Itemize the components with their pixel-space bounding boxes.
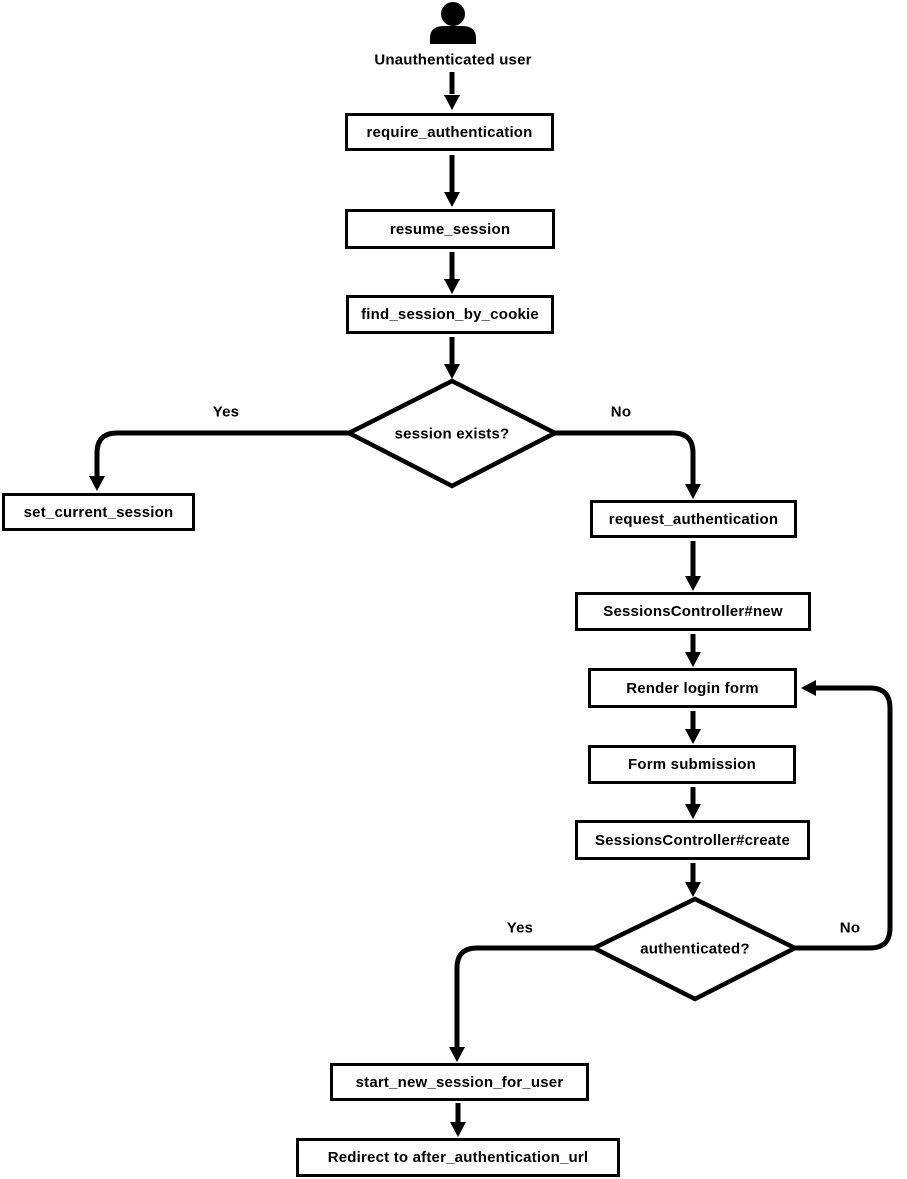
node-redirect-after-authentication-url: Redirect to after_authentication_url	[296, 1138, 620, 1177]
decision-label-authenticated: authenticated?	[640, 940, 750, 958]
decision-session-exists	[349, 381, 555, 486]
node-find-session-by-cookie: find_session_by_cookie	[346, 295, 554, 334]
arrowhead	[444, 192, 460, 207]
arrowhead	[444, 364, 460, 379]
arrowhead	[685, 652, 701, 667]
node-sessions-controller-create: SessionsController#create	[575, 820, 810, 860]
edge-authenticated-yes	[457, 948, 595, 1047]
arrowhead	[685, 576, 701, 591]
node-form-submission: Form submission	[588, 745, 796, 784]
arrowhead	[450, 1122, 466, 1137]
arrowhead	[449, 1047, 465, 1062]
decision-authenticated	[594, 899, 795, 999]
actor-label: Unauthenticated user	[374, 51, 532, 69]
arrowhead	[685, 882, 701, 897]
node-sessions-controller-new: SessionsController#new	[575, 592, 811, 631]
person-icon	[430, 2, 476, 44]
edge-session-exists-no	[554, 433, 693, 484]
node-resume-session: resume_session	[345, 209, 555, 249]
arrowhead	[685, 484, 701, 499]
node-render-login-form: Render login form	[588, 668, 797, 708]
arrowhead	[685, 729, 701, 744]
arrowhead	[444, 95, 460, 110]
node-require-authentication: require_authentication	[345, 113, 554, 151]
arrowhead	[444, 279, 460, 294]
arrowhead	[685, 804, 701, 819]
node-set-current-session: set_current_session	[2, 493, 195, 531]
edge-label-session-exists-yes: Yes	[212, 403, 240, 421]
edge-label-session-exists-no: No	[610, 403, 632, 421]
edge-label-authenticated-yes: Yes	[506, 919, 534, 937]
edge-session-exists-yes	[97, 433, 350, 476]
edge-authenticated-no-loop	[794, 688, 890, 948]
arrowhead-left	[801, 680, 816, 696]
edge-label-authenticated-no: No	[839, 919, 861, 937]
decision-label-session-exists: session exists?	[394, 425, 510, 443]
arrowhead	[89, 476, 105, 491]
node-request-authentication: request_authentication	[590, 500, 797, 538]
node-start-new-session-for-user: start_new_session_for_user	[330, 1063, 589, 1101]
